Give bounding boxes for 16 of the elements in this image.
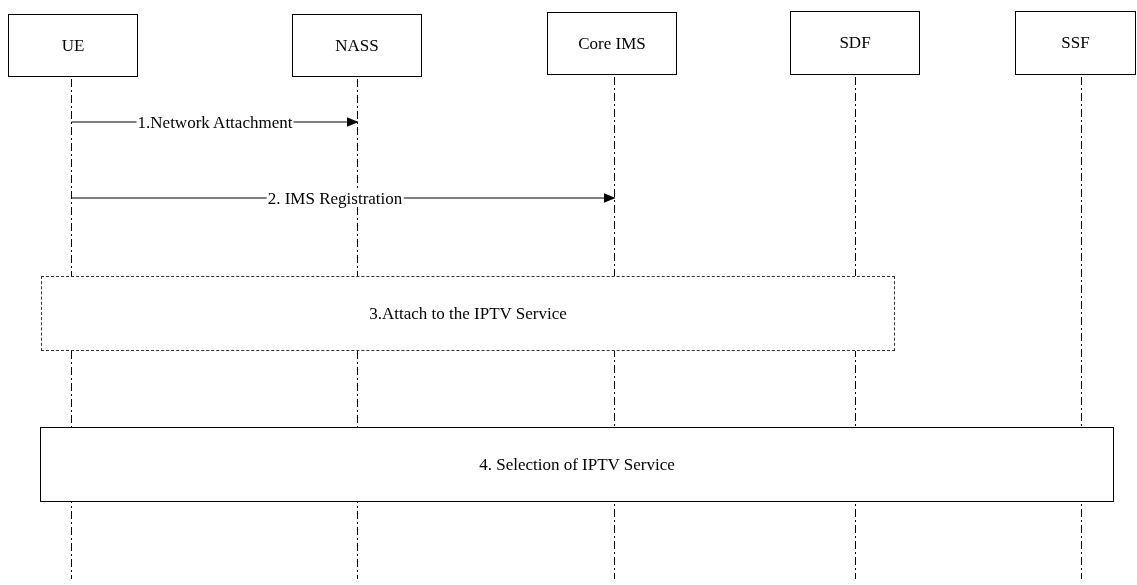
participant-label: NASS — [335, 34, 379, 57]
participant-box — [1015, 11, 1136, 75]
process-label: 4. Selection of IPTV Service — [479, 453, 675, 476]
edge-label: 2. IMS Registration — [266, 189, 404, 207]
process-box — [41, 276, 895, 351]
participant-box — [790, 11, 920, 75]
participant-box — [8, 14, 138, 77]
process-box — [40, 427, 1114, 502]
participant-box — [292, 14, 422, 77]
participant-box — [547, 12, 677, 75]
participant-label: UE — [61, 34, 85, 57]
participant-label: SDF — [839, 32, 871, 54]
participant-label: Core IMS — [578, 32, 646, 55]
process-label: 3.Attach to the IPTV Service — [369, 302, 567, 325]
participant-label: SSF — [1061, 32, 1090, 54]
edge-label: 1.Network Attachment — [136, 113, 294, 131]
